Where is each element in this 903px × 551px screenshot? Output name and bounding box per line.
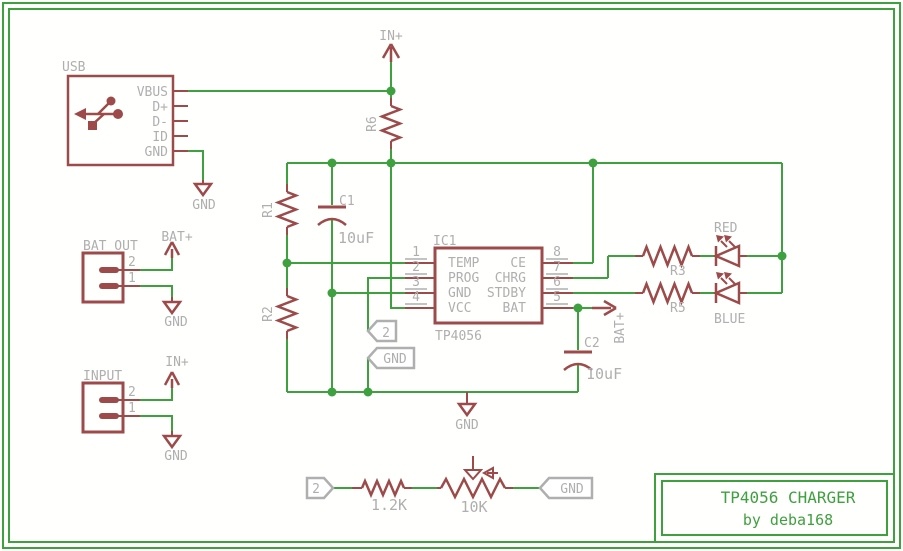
- pin-num-6: 6: [553, 275, 561, 290]
- c2-ref-label: C2: [584, 336, 600, 351]
- resistor-r2: R2: [261, 288, 300, 339]
- input-ref-label: INPUT: [83, 369, 122, 384]
- ic-pin-stubs: [405, 262, 573, 309]
- net-flag-prog-label: 2: [382, 326, 390, 341]
- pin-num-8: 8: [553, 245, 561, 260]
- pot-value-label: 10K: [460, 498, 487, 516]
- gnd-label: GND: [164, 449, 188, 464]
- pin-num-7: 7: [553, 260, 561, 275]
- supply-arrow-input: IN+: [163, 355, 189, 388]
- net-flag-pot-gnd: GND: [538, 476, 594, 500]
- in-plus-label: IN+: [165, 355, 189, 370]
- net-flag-pot-left: 2: [305, 476, 335, 500]
- r2-label: R2: [261, 306, 276, 322]
- usb-pin-stubs: [173, 90, 188, 152]
- r1-label: R1: [261, 202, 276, 218]
- usb-pin-id: ID: [152, 130, 168, 145]
- potentiometer: 10K: [437, 456, 513, 516]
- led-blue: BLUE: [712, 272, 747, 327]
- title-block: TP4056 CHARGER by deba168: [654, 473, 895, 543]
- schematic-title: TP4056 CHARGER: [721, 488, 856, 507]
- pin-num-2: 2: [412, 260, 420, 275]
- ic-value-label: TP4056: [435, 329, 482, 344]
- pin-num-1: 1: [412, 245, 420, 260]
- input-pin1-num: 1: [128, 401, 136, 416]
- c1-value-label: 10uF: [338, 229, 374, 247]
- usb-ref-label: USB: [62, 60, 86, 75]
- pin-name-gnd: GND: [448, 286, 472, 301]
- pin-name-ce: CE: [510, 256, 526, 271]
- pin-name-chrg: CHRG: [495, 271, 526, 286]
- pin-num-4: 4: [412, 290, 420, 305]
- bat-plus-label: BAT+: [613, 312, 628, 343]
- c1-ref-label: C1: [339, 194, 355, 209]
- r6-label: R6: [365, 116, 380, 132]
- usb-pin-dplus: D+: [152, 100, 168, 115]
- supply-arrow-bat-ic: BAT+: [592, 299, 628, 344]
- ic-pin-names: TEMP PROG GND VCC CE CHRG STDBY BAT: [448, 256, 526, 316]
- net-flag-gnd-mid: GND: [366, 346, 416, 370]
- usb-connector: USB VBUS D+ D- ID GND: [62, 60, 188, 167]
- junction-dots: [282, 86, 787, 397]
- led-blue-label: BLUE: [714, 312, 745, 327]
- schematic-author: by deba168: [743, 511, 833, 529]
- resistor-rset: 1.2K: [352, 477, 412, 514]
- gnd-label: GND: [192, 198, 216, 213]
- led-red: RED: [712, 221, 747, 268]
- pin-name-vcc: VCC: [448, 301, 471, 316]
- net-flag-2-label: 2: [312, 482, 320, 497]
- bat-out-ref-label: BAT_OUT: [83, 239, 138, 254]
- supply-arrow-bat-out: BAT+: [161, 230, 193, 258]
- pin-name-prog: PROG: [448, 271, 479, 286]
- resistor-r5: R5: [635, 280, 700, 316]
- input-pin2-num: 2: [128, 385, 136, 400]
- usb-icon: [74, 96, 123, 130]
- in-plus-label: IN+: [379, 29, 403, 44]
- net-flag-prog: 2: [366, 319, 398, 343]
- gnd-symbol-mid: GND: [455, 392, 479, 433]
- net-flag-gnd-label: GND: [383, 352, 407, 367]
- gnd-label: GND: [164, 315, 188, 330]
- usb-pin-vbus: VBUS: [137, 85, 168, 100]
- ic-tp4056: IC1 TP4056 TEMP PROG GND VCC CE CHRG STD…: [405, 234, 573, 344]
- gnd-symbol-bat-out: GND: [161, 297, 188, 330]
- supply-arrow-in-top: IN+: [379, 29, 403, 62]
- pin-num-3: 3: [412, 275, 420, 290]
- gnd-label: GND: [455, 418, 479, 433]
- led-light-arrows: [716, 272, 736, 285]
- resistor-r3: R3: [635, 243, 700, 279]
- ic-pin-numbers: 1 2 3 4 8 7 6 5: [405, 245, 568, 305]
- pin-name-stdby: STDBY: [487, 286, 526, 301]
- gnd-symbol-usb: GND: [192, 180, 216, 213]
- usb-pin-gnd: GND: [145, 145, 169, 160]
- net-flag-gnd-label: GND: [560, 482, 584, 497]
- pot-adjust-arrow: [481, 466, 498, 480]
- pin-num-5: 5: [553, 290, 561, 305]
- pin-name-bat: BAT: [503, 301, 527, 316]
- c2-value-label: 10uF: [586, 365, 622, 383]
- bat-out-pin1-num: 1: [128, 271, 136, 286]
- led-red-label: RED: [714, 221, 738, 236]
- capacitor-c1: C1 10uF: [317, 194, 374, 247]
- usb-pin-dminus: D-: [152, 115, 168, 130]
- gnd-symbol-input: GND: [161, 431, 188, 464]
- bat-out-pin2-num: 2: [128, 255, 136, 270]
- connector-bat-out: BAT_OUT 2 1: [81, 239, 140, 304]
- resistor-r6: R6: [365, 98, 404, 149]
- resistor-r1: R1: [261, 184, 300, 235]
- ic-ref-label: IC1: [433, 234, 456, 249]
- rset-value-label: 1.2K: [371, 496, 407, 514]
- led-light-arrows: [716, 235, 736, 248]
- connector-input: INPUT 2 1: [81, 369, 140, 434]
- r5-label: R5: [670, 301, 686, 316]
- capacitor-c2: C2 10uF: [563, 336, 622, 383]
- r3-label: R3: [670, 264, 686, 279]
- bat-plus-label: BAT+: [161, 230, 192, 245]
- pin-name-temp: TEMP: [448, 256, 479, 271]
